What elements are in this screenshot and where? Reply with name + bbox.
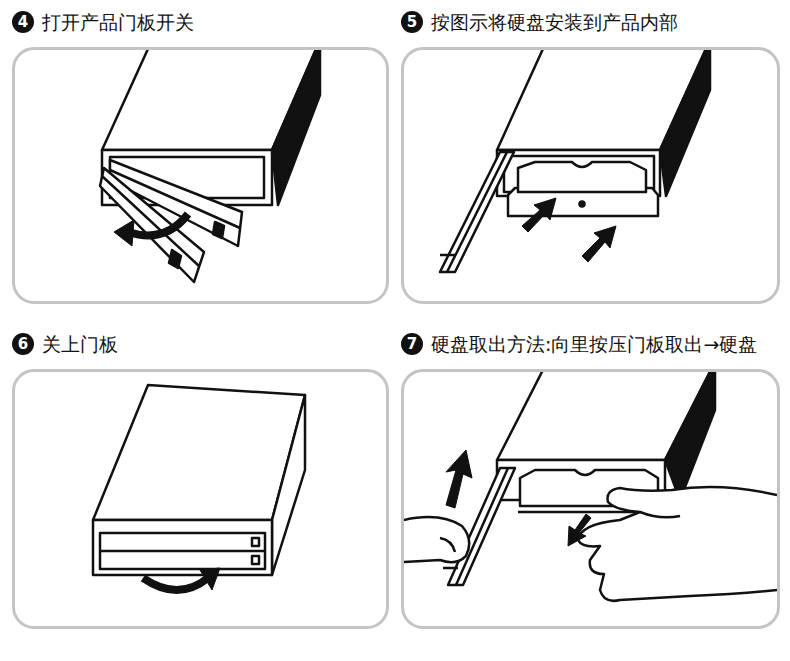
enclosure-insert-drive-part: [518, 162, 646, 192]
enclosure-insert-drive-part: [582, 226, 616, 262]
enclosure-open-door-part: [114, 220, 134, 246]
enclosure-open-door-part: [169, 250, 181, 268]
enclosure-insert-drive-part: [447, 152, 507, 272]
enclosure-insert-drive-part: [440, 254, 455, 257]
enclosure-insert-drive-part: [497, 150, 660, 196]
enclosure-insert-drive-part: [440, 152, 514, 272]
enclosure-closed-part: [93, 385, 305, 520]
enclosure-open-door: [100, 50, 320, 282]
enclosure-insert-drive: [440, 50, 710, 272]
step-heading: 5 按图示将硬盘安装到产品内部: [401, 8, 678, 36]
step-title: 关上门板: [42, 330, 118, 358]
enclosure-closed: [93, 385, 305, 590]
step-heading: 7 硬盘取出方法:向里按压门板取出→硬盘: [401, 330, 757, 358]
step-panel: 4 打开产品门板开关: [12, 8, 389, 304]
step-number: 4: [12, 11, 34, 33]
enclosure-closed-part: [93, 520, 272, 575]
panel-frame: [12, 369, 389, 629]
step-number: 6: [12, 333, 34, 355]
panel-frame: [401, 369, 780, 629]
enclosure-open-door-part: [102, 176, 199, 266]
enclosure-open-door-part: [213, 222, 224, 238]
step-number: 7: [401, 333, 423, 355]
enclosure-insert-drive-part: [504, 156, 654, 192]
enclosure-insert-drive-part: [580, 202, 585, 207]
step-title: 打开产品门板开关: [42, 8, 194, 36]
enclosure-remove-drive-part: [443, 567, 458, 570]
step-panel: 7 硬盘取出方法:向里按压门板取出→硬盘: [401, 330, 780, 629]
enclosure-remove-drive-part: [446, 450, 472, 508]
step-title: 按图示将硬盘安装到产品内部: [431, 8, 678, 36]
enclosure-remove-drive-part: [665, 372, 715, 500]
enclosure-closed-part: [252, 556, 259, 564]
panel-frame: [12, 47, 389, 304]
enclosure-open-door-part: [100, 168, 204, 282]
enclosure-open-door-part: [128, 214, 188, 235]
enclosure-insert-drive-part: [522, 198, 556, 232]
step-heading: 4 打开产品门板开关: [12, 8, 194, 36]
enclosure-closed-part: [100, 550, 265, 553]
enclosure-closed-part: [100, 533, 265, 569]
step-panel: 6 关上门板: [12, 330, 389, 629]
panel-frame: [401, 47, 780, 304]
enclosure-remove-drive-part: [640, 512, 680, 517]
enclosure-insert-drive-part: [660, 50, 710, 196]
step-heading: 6 关上门板: [12, 330, 118, 358]
step-title: 硬盘取出方法:向里按压门板取出→硬盘: [431, 330, 757, 358]
enclosure-remove-drive-part: [440, 538, 455, 552]
enclosure-remove-drive-part: [568, 514, 591, 546]
enclosure-open-door-part: [272, 50, 320, 205]
enclosure-remove-drive-part: [578, 487, 777, 601]
enclosure-remove-drive: [404, 372, 777, 601]
step-number: 5: [401, 11, 423, 33]
enclosure-remove-drive-part: [404, 517, 469, 562]
enclosure-closed-part: [200, 568, 220, 590]
enclosure-closed-part: [143, 578, 208, 590]
enclosure-closed-part: [252, 538, 259, 546]
step-panel: 5 按图示将硬盘安装到产品内部: [401, 8, 780, 304]
enclosure-closed-part: [272, 395, 305, 575]
